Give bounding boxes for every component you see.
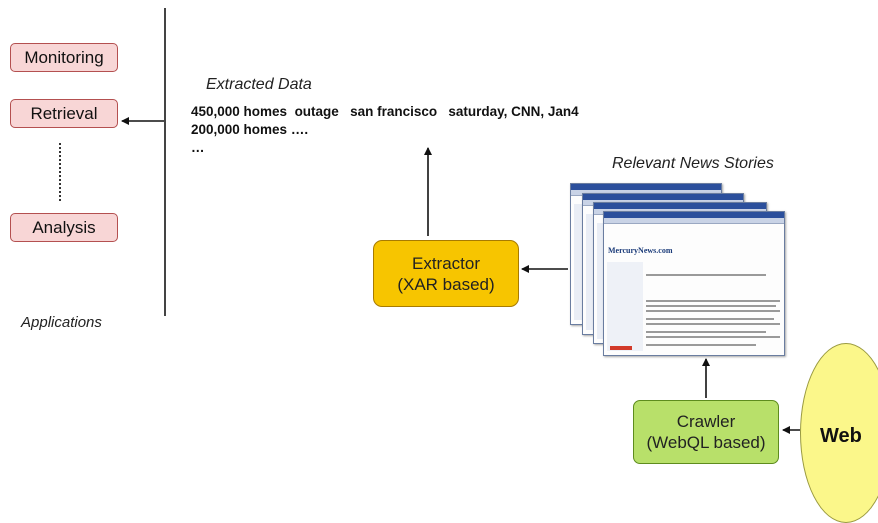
extracted-data-line: 450,000 homes outage san francisco satur…	[191, 104, 579, 119]
news-page-screenshot: MercuryNews.com	[603, 211, 785, 356]
analysis-label: Analysis	[32, 217, 96, 237]
crawler-sublabel: (WebQL based)	[646, 433, 766, 452]
crawler-box: Crawler (WebQL based)	[633, 400, 779, 464]
extracted-data-line: 200,000 homes ….	[191, 122, 309, 137]
monitoring-box: Monitoring	[10, 43, 118, 72]
news-stories-title: Relevant News Stories	[612, 155, 774, 172]
separator-line	[164, 8, 166, 316]
analysis-box: Analysis	[10, 213, 118, 242]
retrieval-label: Retrieval	[30, 103, 98, 123]
extractor-box: Extractor (XAR based)	[373, 240, 519, 307]
extractor-label: Extractor	[411, 253, 481, 273]
crawler-label: Crawler	[676, 412, 736, 431]
news-site-logo: MercuryNews.com	[608, 246, 673, 255]
web-label: Web	[820, 425, 862, 447]
extractor-sublabel: (XAR based)	[397, 274, 495, 294]
web-ellipse	[800, 343, 878, 523]
monitoring-label: Monitoring	[24, 47, 104, 67]
ellipsis-dotted-line	[59, 143, 61, 201]
extracted-data-title: Extracted Data	[206, 76, 312, 93]
extracted-data-line: …	[191, 140, 205, 155]
applications-label: Applications	[21, 314, 102, 331]
retrieval-box: Retrieval	[10, 99, 118, 128]
